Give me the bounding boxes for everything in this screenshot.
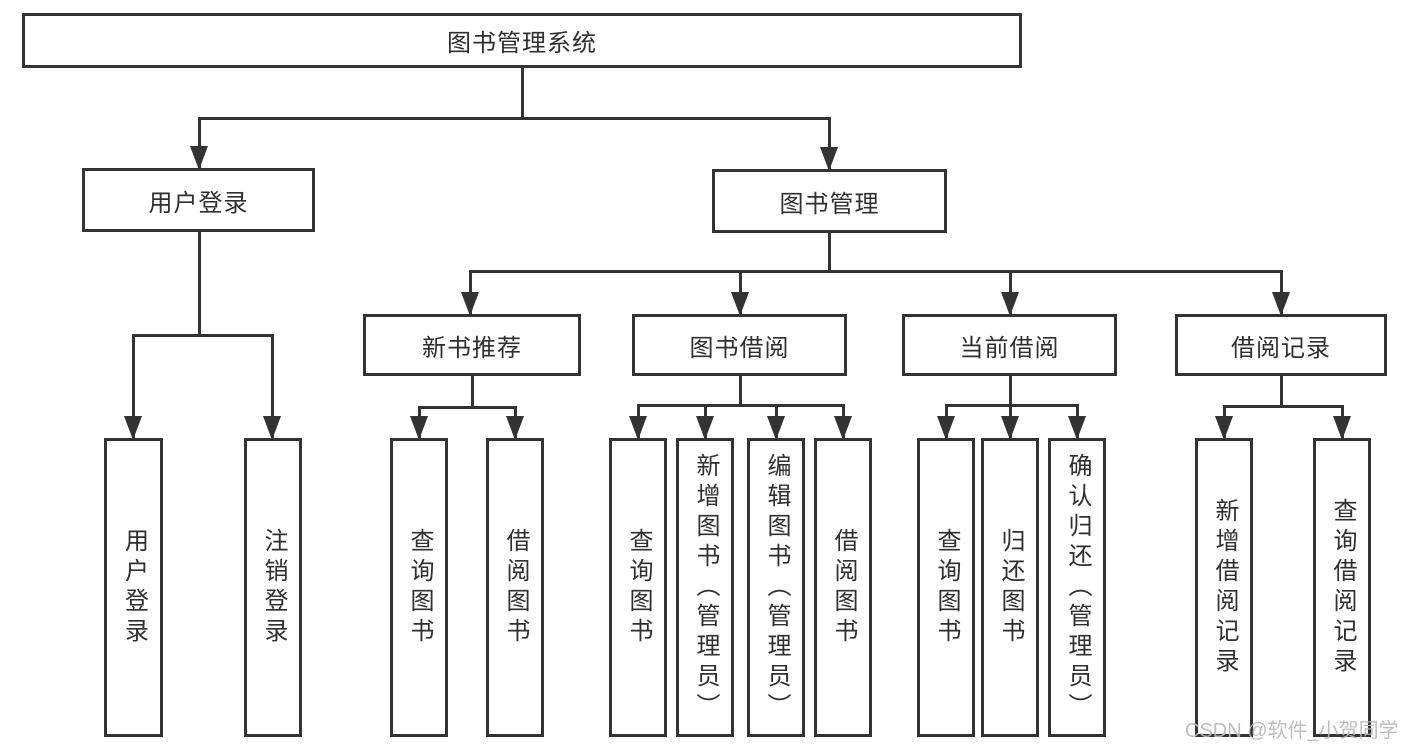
leaf-return-books-label: 归还图书: [997, 527, 1024, 648]
connector-new-book-recommend-stem: [471, 376, 474, 409]
connector-book-borrow-stem: [739, 376, 742, 407]
node-user-login: 用户登录: [82, 168, 315, 232]
leaf-borrow-books-label: 借阅图书: [830, 527, 857, 648]
connector-drop-logout-leaf: [271, 334, 274, 439]
connector-drop-book-management: [828, 117, 831, 170]
node-new-book-recommend-label: 新书推荐: [422, 334, 522, 362]
arrow-down-icon: [1001, 292, 1019, 316]
connector-book-borrow-rail: [637, 404, 844, 407]
arrow-down-icon: [1068, 416, 1086, 440]
arrow-down-icon: [1333, 416, 1351, 440]
connector-current-borrow-stem: [1009, 376, 1012, 407]
leaf-query-borrow-record-label: 查询借阅记录: [1329, 497, 1356, 678]
arrow-down-icon: [767, 416, 785, 440]
node-borrow-records-label: 借阅记录: [1231, 334, 1331, 362]
arrow-down-icon: [937, 416, 955, 440]
connector-new-book-recommend-rail: [418, 406, 517, 409]
leaf-logout: 注销登录: [244, 438, 302, 737]
leaf-confirm-return-admin: 确认归还（管理员）: [1048, 438, 1106, 737]
arrow-down-icon: [834, 416, 852, 440]
leaf-query-books-borrow-label: 查询图书: [625, 527, 652, 648]
connector-level3-rail: [469, 270, 1282, 273]
leaf-query-books-current-label: 查询图书: [933, 527, 960, 648]
arrow-down-icon: [124, 416, 142, 440]
node-new-book-recommend: 新书推荐: [363, 314, 581, 376]
connector-root-stem: [521, 68, 524, 118]
node-root-label: 图书管理系统: [447, 30, 597, 57]
node-current-borrow: 当前借阅: [902, 314, 1117, 376]
leaf-edit-books-admin: 编辑图书（管理员）: [747, 438, 805, 737]
watermark: CSDN @软件_小贺同学: [1185, 720, 1399, 742]
arrow-down-icon: [190, 146, 208, 170]
leaf-borrow-books-recommend: 借阅图书: [486, 438, 544, 737]
arrow-down-icon: [696, 416, 714, 440]
leaf-user-login-label: 用户登录: [120, 527, 148, 648]
arrow-down-icon: [629, 416, 647, 440]
leaf-borrow-books-recommend-label: 借阅图书: [502, 527, 529, 648]
arrow-down-icon: [263, 416, 281, 440]
connector-root-rail: [198, 117, 831, 120]
node-book-borrow: 图书借阅: [632, 314, 847, 376]
node-book-management: 图书管理: [712, 169, 947, 233]
arrow-down-icon: [1215, 416, 1233, 440]
leaf-query-books-recommend: 查询图书: [390, 438, 448, 737]
node-book-management-label: 图书管理: [779, 190, 880, 218]
connector-user-login-rail: [132, 334, 273, 337]
arrow-down-icon: [410, 416, 428, 440]
node-root: 图书管理系统: [22, 13, 1022, 68]
arrow-down-icon: [820, 147, 838, 171]
connector-drop-login-leaf: [132, 334, 135, 439]
leaf-query-books-borrow: 查询图书: [609, 438, 667, 737]
leaf-confirm-return-admin-label: 确认归还（管理员）: [1064, 452, 1091, 723]
connector-drop-user-login: [198, 117, 201, 169]
connector-borrow-records-stem: [1280, 376, 1283, 408]
leaf-logout-label: 注销登录: [260, 527, 287, 648]
leaf-edit-books-admin-label: 编辑图书（管理员）: [763, 452, 790, 723]
node-current-borrow-label: 当前借阅: [959, 334, 1060, 362]
arrow-down-icon: [506, 416, 524, 440]
leaf-add-borrow-record: 新增借阅记录: [1195, 438, 1253, 737]
leaf-add-books-admin-label: 新增图书（管理员）: [692, 452, 719, 723]
leaf-add-borrow-record-label: 新增借阅记录: [1211, 497, 1238, 678]
node-user-login-label: 用户登录: [148, 189, 249, 217]
leaf-query-books-current: 查询图书: [917, 438, 975, 737]
leaf-add-books-admin: 新增图书（管理员）: [676, 438, 734, 737]
leaf-borrow-books: 借阅图书: [814, 438, 872, 737]
connector-book-management-stem: [828, 233, 831, 272]
arrow-down-icon: [731, 292, 749, 316]
arrow-down-icon: [1272, 292, 1290, 316]
arrow-down-icon: [461, 292, 479, 316]
connector-borrow-records-rail: [1223, 405, 1344, 408]
node-borrow-records: 借阅记录: [1175, 314, 1387, 376]
leaf-return-books: 归还图书: [981, 438, 1039, 737]
leaf-query-borrow-record: 查询借阅记录: [1313, 438, 1371, 737]
arrow-down-icon: [1001, 416, 1019, 440]
connector-user-login-stem: [198, 232, 201, 336]
leaf-query-books-recommend-label: 查询图书: [406, 527, 433, 648]
node-book-borrow-label: 图书借阅: [689, 334, 790, 362]
leaf-user-login: 用户登录: [104, 438, 163, 737]
